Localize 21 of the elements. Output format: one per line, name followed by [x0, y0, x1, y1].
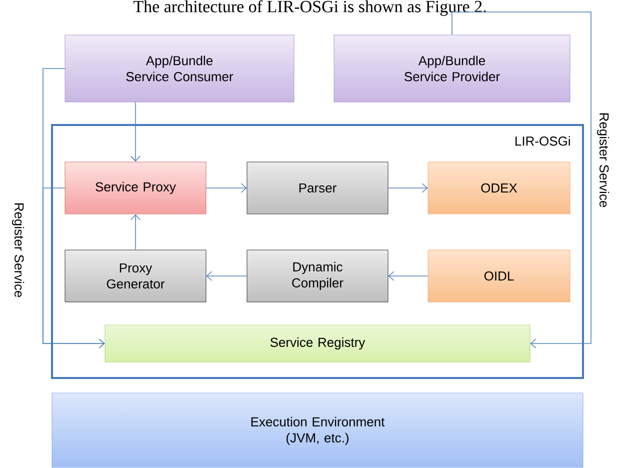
caption-text: The architecture of LIR-OSGi is shown as Figure 2. [134, 0, 486, 16]
arrow [388, 183, 428, 193]
process-box: Proxy Generator [64, 250, 206, 302]
process-box: Parser [246, 162, 388, 214]
platform-box: Execution Environment (JVM, etc.) [52, 392, 584, 468]
process-box: ODEX [428, 162, 570, 214]
arrow [42, 188, 105, 348]
arrow [452, 12, 592, 348]
edge-label: Register Service [12, 203, 24, 298]
arrow [130, 102, 140, 162]
edge-label: Register Service [596, 113, 610, 208]
process-box: Service Proxy [64, 162, 206, 214]
registry-box: Service Registry [104, 324, 530, 362]
component-box: App/Bundle Service Provider [334, 34, 570, 102]
arrow [130, 214, 140, 250]
arrow [206, 183, 247, 193]
component-box: App/Bundle Service Consumer [64, 34, 294, 102]
arrow [388, 271, 428, 281]
process-box: Dynamic Compiler [246, 250, 388, 302]
arrow [206, 271, 248, 281]
process-box: OIDL [428, 250, 570, 302]
